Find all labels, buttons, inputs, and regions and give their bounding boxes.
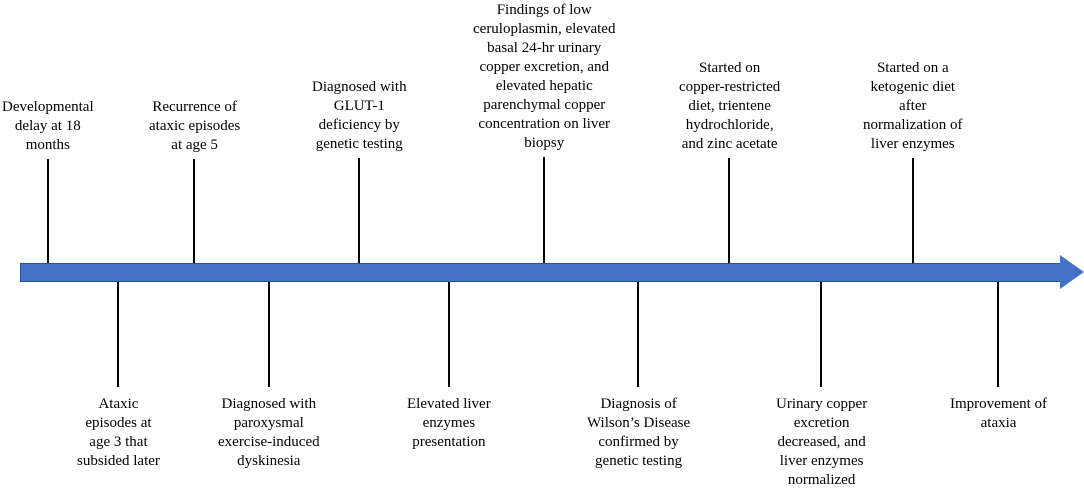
- event-label-line: normalization of: [863, 117, 963, 133]
- event-label-copper-restricted-diet: Started on copper-restricted diet, triente…: [679, 59, 780, 154]
- event-label-line: Urinary copper: [776, 396, 868, 412]
- event-connector-elevated-liver-enzymes: [448, 282, 450, 387]
- event-connector-ataxic-episodes-age-3: [117, 282, 119, 387]
- event-label-line: Wilson’s Disease: [587, 415, 691, 431]
- event-label-line: Diagnosis of: [600, 396, 677, 412]
- event-label-line: after: [899, 98, 927, 114]
- timeline-arrow-shaft: [20, 263, 1066, 282]
- event-label-paroxysmal-dyskinesia: Diagnosed with paroxysmal exercise-induced…: [218, 395, 320, 471]
- event-label-line: Developmental: [2, 99, 94, 115]
- event-label-line: presentation: [412, 434, 486, 450]
- event-label-ketogenic-diet: Started on a ketogenic diet after normaliza…: [863, 59, 963, 154]
- event-label-line: liver enzymes: [779, 453, 864, 469]
- event-connector-copper-decreased: [820, 282, 822, 387]
- event-label-line: enzymes: [422, 415, 476, 431]
- event-label-line: elevated hepatic: [495, 78, 593, 94]
- event-label-recurrence-ataxic: Recurrence of ataxic episodes at age 5: [149, 98, 240, 155]
- event-label-line: biopsy: [524, 135, 565, 151]
- event-label-line: parenchymal copper: [483, 97, 606, 113]
- event-label-ataxic-episodes-age-3: Ataxic episodes at age 3 that subsided late…: [77, 395, 160, 471]
- event-label-line: copper-restricted: [679, 79, 781, 95]
- event-label-line: hydrochloride,: [685, 117, 774, 133]
- event-label-line: normalized: [787, 472, 856, 488]
- event-label-line: exercise-induced: [218, 434, 320, 450]
- event-label-line: basal 24-hr urinary: [487, 40, 602, 56]
- event-label-line: Improvement of: [950, 396, 1048, 412]
- event-label-line: Findings of low: [496, 2, 592, 18]
- event-label-line: Elevated liver: [407, 396, 491, 412]
- event-label-line: delay at 18: [14, 118, 81, 134]
- event-label-line: Diagnosed with: [221, 396, 317, 412]
- event-label-line: Started on: [699, 60, 761, 76]
- event-label-ataxia-improvement: Improvement of ataxia: [950, 395, 1047, 433]
- event-label-developmental-delay: Developmental delay at 18 months: [2, 98, 94, 155]
- event-connector-glut1-diagnosis: [358, 158, 360, 263]
- event-label-line: paroxysmal: [233, 415, 304, 431]
- event-label-line: Ataxic: [98, 396, 139, 412]
- event-label-line: ketogenic diet: [870, 79, 956, 95]
- event-connector-ketogenic-diet: [912, 158, 914, 263]
- event-label-copper-decreased: Urinary copper excretion decreased, and liv…: [776, 395, 867, 490]
- event-connector-wilsons-diagnosis: [637, 282, 639, 387]
- event-label-line: genetic testing: [315, 136, 403, 152]
- event-label-line: copper excretion, and: [479, 59, 609, 75]
- event-connector-developmental-delay: [47, 159, 49, 263]
- event-label-line: Recurrence of: [152, 99, 237, 115]
- event-connector-copper-findings: [543, 157, 545, 263]
- event-label-line: and zinc acetate: [681, 136, 778, 152]
- event-connector-recurrence-ataxic: [193, 159, 195, 263]
- event-label-line: ataxia: [980, 415, 1017, 431]
- event-label-line: ataxic episodes: [149, 118, 241, 134]
- event-label-copper-findings: Findings of low ceruloplasmin, elevated ba…: [473, 1, 615, 153]
- event-label-wilsons-diagnosis: Diagnosis of Wilson’s Disease confirmed by…: [587, 395, 690, 471]
- event-label-line: age 3 that: [89, 434, 148, 450]
- event-label-line: genetic testing: [595, 453, 683, 469]
- event-label-line: GLUT-1: [333, 98, 385, 114]
- event-label-line: Diagnosed with: [312, 79, 407, 95]
- event-label-line: Started on a: [876, 60, 949, 76]
- event-label-line: subsided later: [77, 453, 160, 469]
- event-label-line: dyskinesia: [237, 453, 301, 469]
- event-label-elevated-liver-enzymes: Elevated liver enzymes presentation: [407, 395, 491, 452]
- event-label-line: at age 5: [171, 137, 218, 153]
- event-label-line: months: [25, 137, 70, 153]
- event-label-line: concentration on liver: [478, 116, 611, 132]
- event-label-line: decreased, and: [777, 434, 866, 450]
- event-connector-ataxia-improvement: [997, 282, 999, 387]
- event-label-line: diet, trientene: [688, 98, 771, 114]
- event-label-line: episodes at: [85, 415, 152, 431]
- arrow-right-icon: [1060, 255, 1084, 289]
- event-label-line: deficiency by: [318, 117, 400, 133]
- event-label-line: confirmed by: [598, 434, 679, 450]
- event-connector-paroxysmal-dyskinesia: [268, 282, 270, 387]
- event-label-line: excretion: [793, 415, 850, 431]
- event-label-line: liver enzymes: [870, 136, 955, 152]
- event-label-line: ceruloplasmin, elevated: [473, 21, 616, 37]
- event-connector-copper-restricted-diet: [728, 158, 730, 263]
